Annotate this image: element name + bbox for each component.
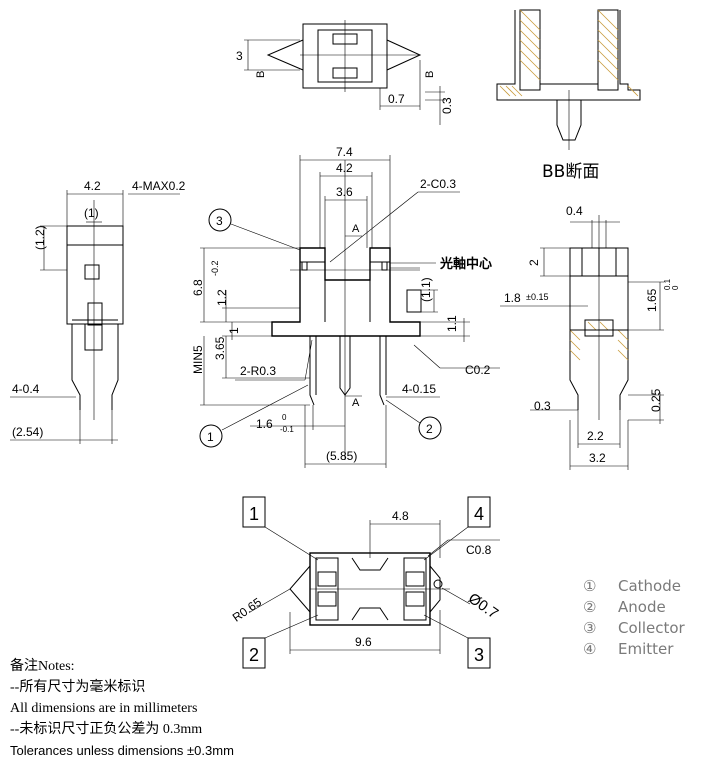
notes-line-1: --所有尺寸为毫米标识 — [10, 680, 146, 695]
callout-3: 3 — [208, 208, 301, 251]
callout-2: 2 — [385, 399, 442, 440]
notes-block: 备注Notes: --所有尺寸为毫米标识 All dimensions are … — [10, 656, 234, 761]
dim-left-42: 4.2 — [84, 179, 101, 193]
left-side-view: 4.2 4-MAX0.2 (1) (1.2) 4-0.4 (2.54) — [10, 179, 186, 444]
dim-right-18-tol: ±0.15 — [526, 292, 548, 302]
dim-center-68-tol: -0.2 — [210, 260, 220, 276]
pin-box-2: 2 — [242, 614, 319, 669]
dim-center-11b: 1.1 — [445, 315, 459, 332]
dim-bottom-phi07: Ø0.7 — [465, 590, 501, 623]
dim-bottom-48: 4.8 — [392, 509, 409, 523]
callout-1: 1 — [199, 384, 309, 448]
legend-num-4: ④ — [583, 640, 596, 658]
dim-right-165-tol-a: 0.1 — [663, 278, 672, 290]
right-side-view: 0.4 2 1.8 ±0.15 1.65 0.1 0 0.3 0.25 2.2 — [500, 204, 680, 470]
svg-text:2: 2 — [426, 422, 433, 436]
svg-text:4: 4 — [474, 504, 484, 524]
dim-top-3: 3 — [236, 49, 243, 63]
legend-label-1: Cathode — [618, 577, 681, 595]
legend-label-2: Anode — [618, 598, 666, 616]
dim-bottom-c08: C0.8 — [466, 543, 492, 557]
dim-right-025: 0.25 — [649, 388, 663, 412]
dim-left-4max: 4-MAX0.2 — [132, 179, 186, 193]
svg-text:1: 1 — [249, 504, 259, 524]
dim-right-32: 3.2 — [589, 451, 606, 465]
dim-top-b-right: B — [424, 71, 436, 78]
notes-line-3: --未标识尺寸正负公差为 0.3mm — [10, 722, 203, 737]
dim-center-16-tol-a: 0 — [282, 413, 287, 422]
dim-right-04: 0.4 — [566, 204, 583, 218]
notes-title: 备注Notes: — [10, 659, 75, 674]
dim-top-b-left: B — [255, 71, 267, 78]
dim-top-07: 0.7 — [388, 92, 405, 106]
section-a-top: A — [352, 223, 360, 235]
dim-right-2: 2 — [527, 259, 541, 266]
section-a-bottom: A — [352, 397, 360, 409]
dim-top-03: 0.3 — [440, 97, 454, 114]
dim-center-42: 4.2 — [336, 161, 353, 175]
dim-center-2r03: 2-R0.3 — [240, 364, 276, 378]
dim-left-404: 4-0.4 — [12, 382, 40, 396]
pin-legend: ① Cathode ② Anode ③ Collector ④ Emitter — [583, 577, 686, 658]
dim-center-min5: MIN5 — [191, 345, 205, 374]
dim-left-12: (1.2) — [33, 225, 47, 250]
dim-center-4015: 4-0.15 — [402, 382, 436, 396]
dim-left-1: (1) — [84, 206, 99, 220]
dim-center-11a: (1.1) — [419, 277, 433, 302]
svg-text:3: 3 — [474, 645, 484, 665]
dim-center-68: 6.8 — [191, 279, 205, 296]
notes-line-2: All dimensions are in millimeters — [10, 701, 198, 716]
dim-center-16: 1.6 — [256, 417, 273, 431]
dim-center-585: (5.85) — [326, 449, 357, 463]
dim-right-18: 1.8 — [504, 291, 521, 305]
pin-box-3: 3 — [423, 614, 491, 669]
dim-left-254: (2.54) — [12, 425, 43, 439]
dim-center-1: 1 — [227, 327, 241, 334]
front-view: 7.4 4.2 3.6 2-C0.3 A A 6.8 -0.2 1.2 1 — [191, 145, 500, 468]
dim-right-165-tol-b: 0 — [671, 285, 680, 290]
bb-section-view — [496, 9, 641, 150]
pin-box-4: 4 — [423, 496, 491, 561]
dim-bottom-96: 9.6 — [355, 635, 372, 649]
legend-num-3: ③ — [583, 619, 596, 637]
dim-center-16-tol-b: -0.1 — [280, 425, 294, 434]
dim-center-2c03: 2-C0.3 — [420, 177, 456, 191]
dim-center-74: 7.4 — [336, 145, 353, 159]
notes-line-4: Tolerances unless dimensions ±0.3mm — [10, 743, 234, 758]
svg-text:3: 3 — [216, 214, 223, 228]
dim-center-12: 1.2 — [215, 289, 229, 306]
svg-text:2: 2 — [249, 645, 259, 665]
legend-num-1: ① — [583, 577, 596, 595]
legend-label-3: Collector — [618, 619, 686, 637]
dim-right-22: 2.2 — [587, 429, 604, 443]
top-view: 3 B B 0.7 0.3 — [236, 20, 454, 125]
legend-num-2: ② — [583, 598, 596, 616]
dim-right-03: 0.3 — [534, 399, 551, 413]
pin-box-1: 1 — [242, 496, 319, 561]
dim-center-36: 3.6 — [336, 185, 353, 199]
legend-label-4: Emitter — [618, 640, 674, 658]
dim-right-165: 1.65 — [645, 288, 659, 312]
bb-section-title: BB断面 — [542, 162, 599, 182]
dim-bottom-r065: R0.65 — [230, 595, 265, 625]
dim-center-365: 3.65 — [213, 336, 227, 360]
svg-text:1: 1 — [207, 430, 214, 444]
dim-center-c02: C0.2 — [465, 363, 491, 377]
optical-axis-label: 光軸中心 — [439, 256, 492, 272]
